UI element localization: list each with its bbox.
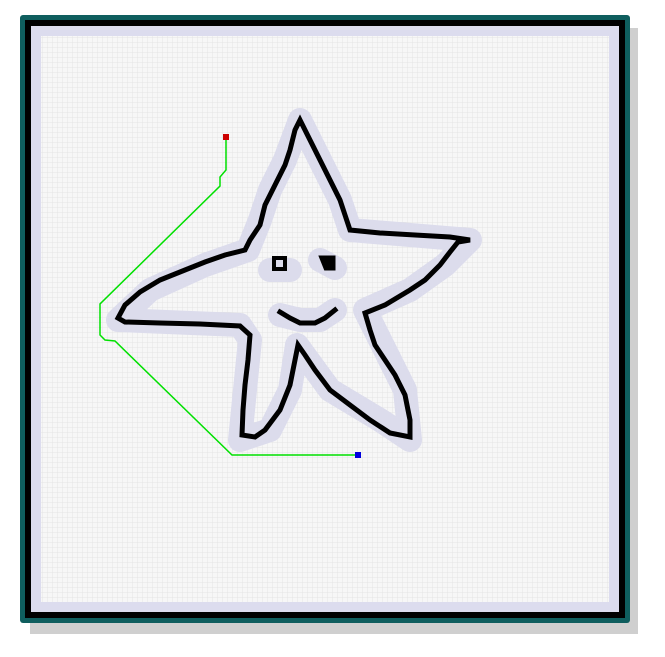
start-marker-icon[interactable] [223, 134, 229, 140]
star-right-eye [318, 255, 336, 271]
star-mouth [276, 306, 339, 326]
goal-marker-icon[interactable] [355, 452, 361, 458]
found-path [99, 137, 358, 456]
star-left-eye [272, 256, 287, 271]
star-wall [114, 114, 471, 441]
star-outline [114, 114, 471, 441]
